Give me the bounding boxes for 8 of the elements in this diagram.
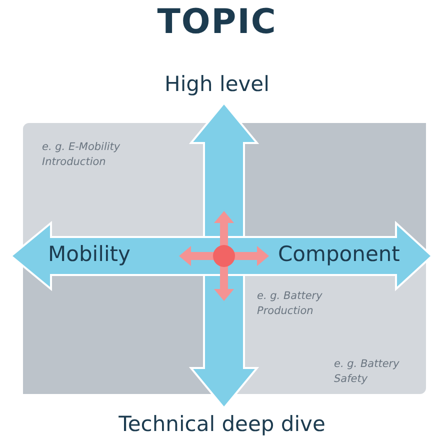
axis-label: Technical deep dive <box>118 414 326 435</box>
example-note: e. g. Battery Production <box>257 289 324 319</box>
axis-label: High level <box>164 74 270 95</box>
example-note: e. g. E-Mobility Introduction <box>42 140 122 170</box>
title: TOPIC <box>156 2 278 42</box>
example-note: e. g. Battery Safety <box>334 357 400 387</box>
axis-label: Component <box>278 244 400 265</box>
axis-label: Mobility <box>48 244 130 265</box>
